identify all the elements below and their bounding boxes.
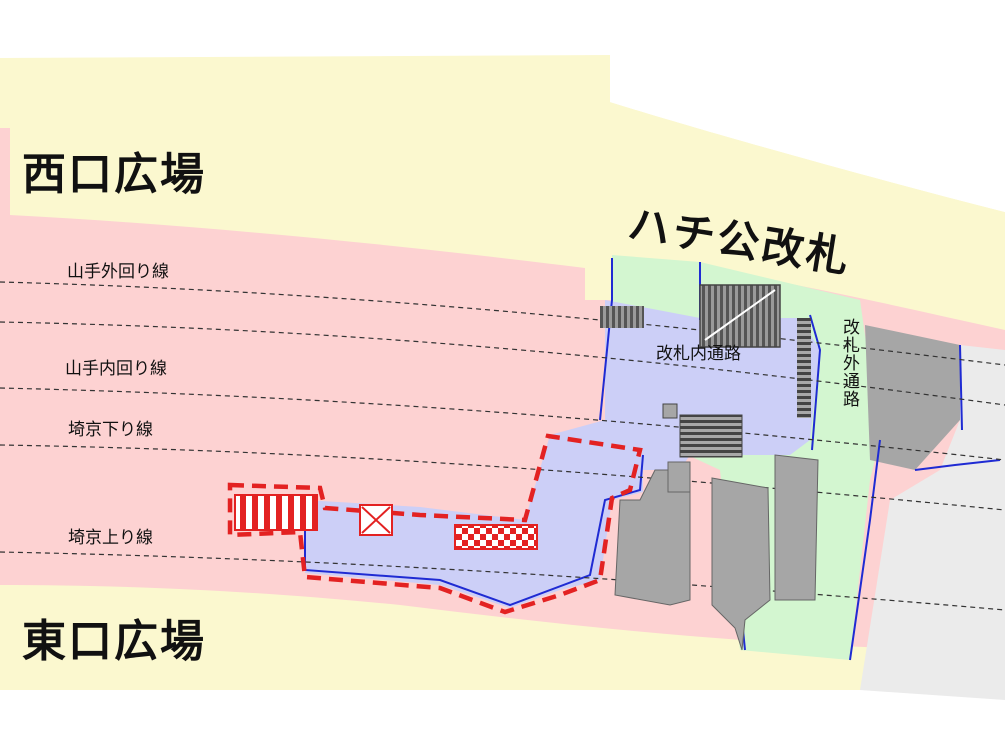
inside-passage-area	[305, 300, 820, 608]
track-label-saikyo-down: 埼京下り線	[68, 420, 153, 440]
station-buildings	[614, 454, 819, 651]
right-building	[865, 325, 960, 470]
inside-passage-label: 改札内通路	[656, 344, 741, 364]
stripe-block-icon	[234, 494, 318, 531]
track-label-yamanote-inner: 山手内回り線	[65, 359, 167, 379]
x-box-icon	[359, 504, 393, 536]
gate-barrier-icon	[600, 306, 644, 328]
escalator-icon	[679, 414, 743, 458]
east-plaza-label: 東口広場	[22, 616, 206, 667]
elevator-icon	[662, 403, 678, 419]
track-lines	[0, 281, 1005, 611]
checker-block-icon	[454, 524, 538, 550]
track-label-saikyo-up: 埼京上り線	[68, 528, 153, 548]
track-label-yamanote-outer: 山手外回り線	[67, 262, 169, 282]
planned-area-outline	[227, 433, 643, 615]
stairs-arrow-icon	[704, 289, 776, 341]
outside-passage-label: 改札外通路	[839, 318, 859, 408]
ticket-gate-row-icon	[797, 318, 811, 418]
west-plaza-label: 西口広場	[22, 149, 206, 200]
blank-area	[610, 55, 1005, 212]
right-edge-band	[860, 345, 1005, 700]
